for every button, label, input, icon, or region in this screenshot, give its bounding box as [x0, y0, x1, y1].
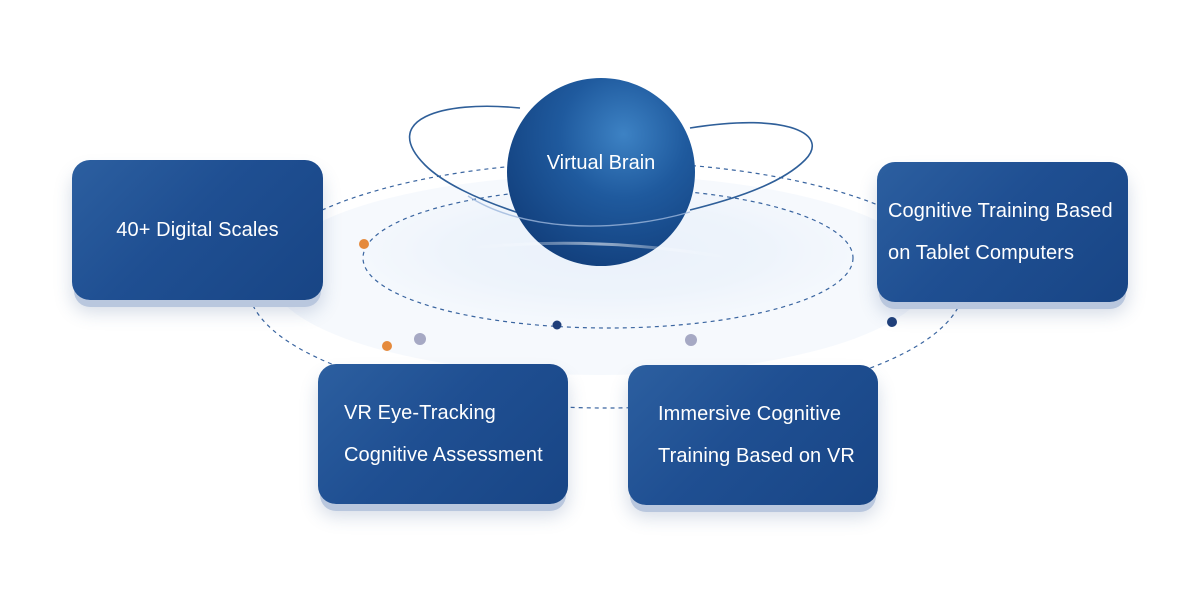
- virtual-brain-sphere: [507, 78, 695, 266]
- orbit-dot-orange: [359, 239, 369, 249]
- tablet-training-card: Cognitive Training Based on Tablet Compu…: [877, 162, 1128, 302]
- virtual-brain-label: Virtual Brain: [546, 152, 656, 174]
- orbit-dot-orange: [382, 341, 392, 351]
- orbit-dot-navy: [887, 317, 897, 327]
- vr-eye-tracking-label: VR Eye-Tracking Cognitive Assessment: [344, 402, 543, 466]
- digital-scales-label: 40+ Digital Scales: [116, 219, 279, 241]
- sphere-highlight-arc: [469, 241, 731, 260]
- orbit-dot-navy: [552, 320, 562, 330]
- vr-eye-tracking-card: VR Eye-Tracking Cognitive Assessment: [318, 364, 568, 504]
- platform-glow: [270, 175, 930, 375]
- digital-scales-card: 40+ Digital Scales: [72, 160, 323, 300]
- vr-training-label: Immersive Cognitive Training Based on VR: [658, 403, 855, 467]
- tablet-training-label: Cognitive Training Based on Tablet Compu…: [888, 200, 1113, 264]
- vr-training-card: Immersive Cognitive Training Based on VR: [628, 365, 878, 505]
- orbit-dot-gray: [685, 334, 697, 346]
- orbit-dot-gray: [414, 333, 426, 345]
- orbit-ring-front: [467, 195, 691, 227]
